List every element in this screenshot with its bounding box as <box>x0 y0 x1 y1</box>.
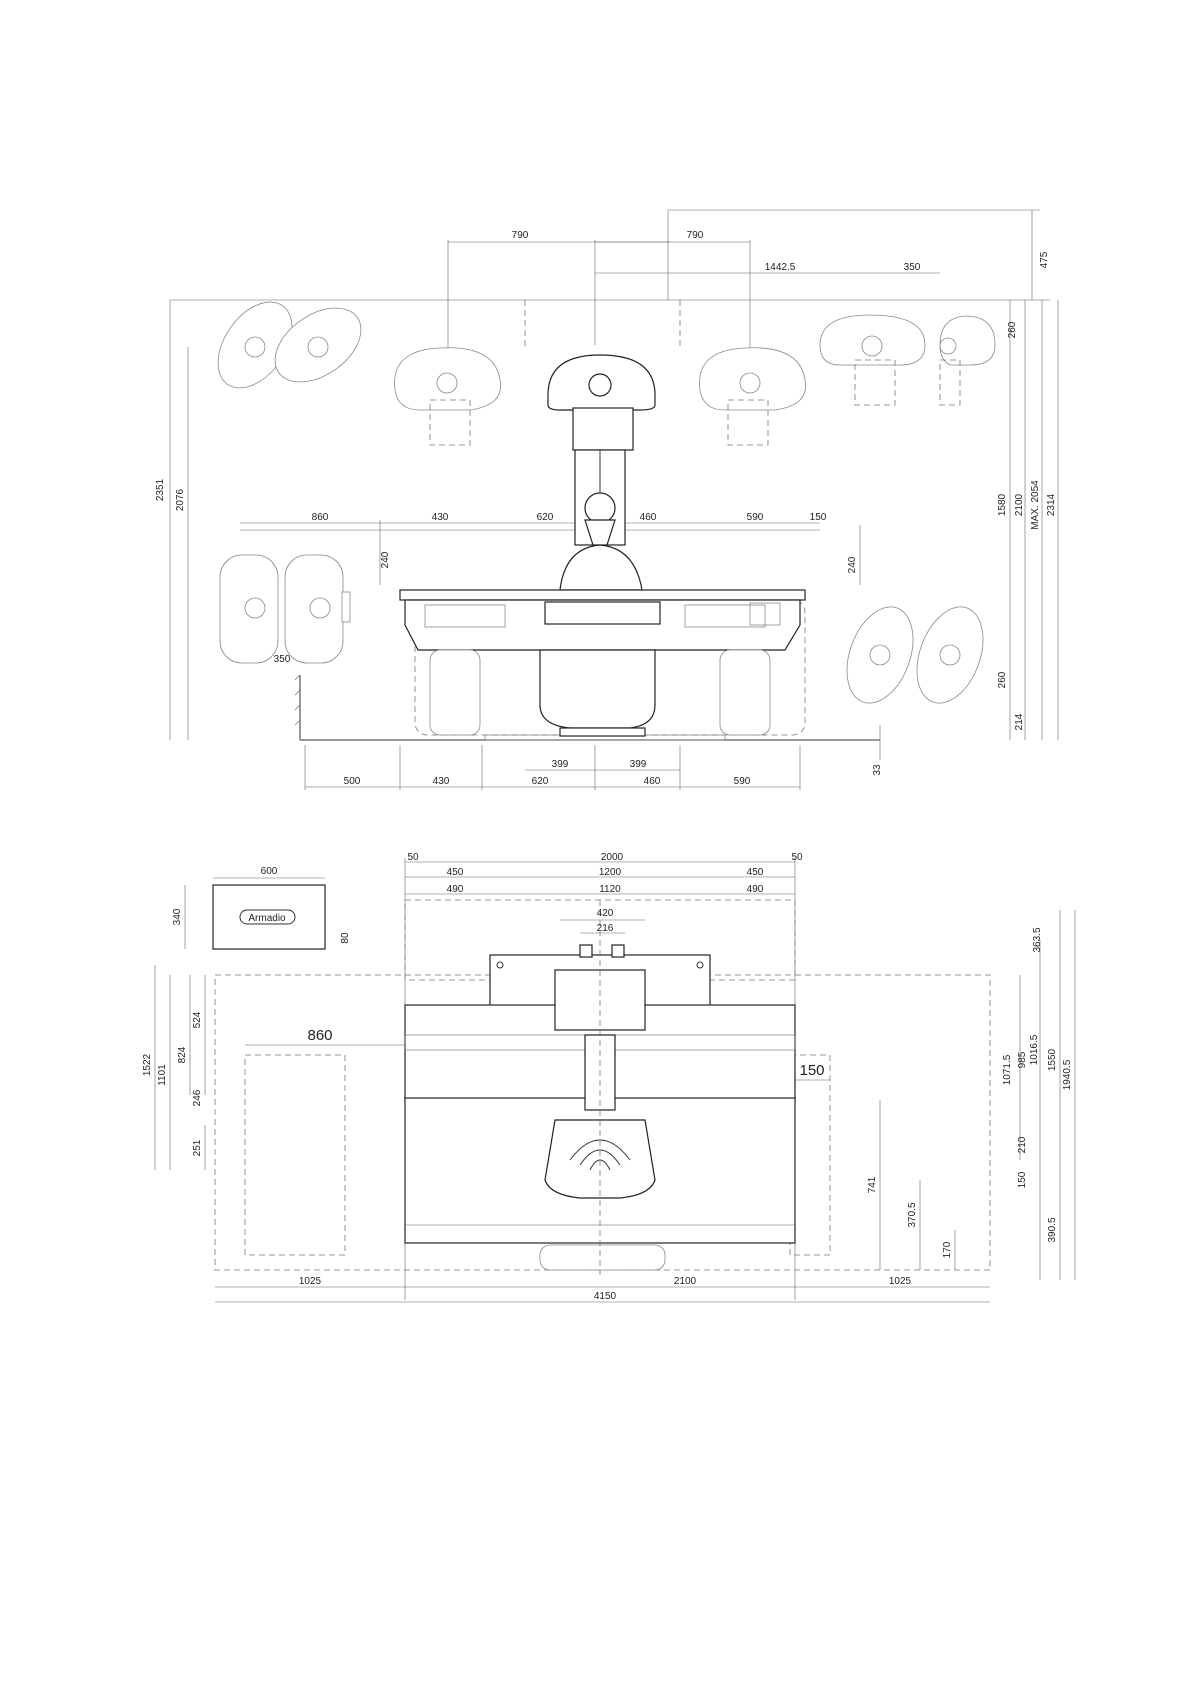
plan-top-dim-5: 1200 <box>599 867 622 878</box>
plan-top-dim-11: 216 <box>597 923 614 934</box>
plan-left-vertical-1: 1522 <box>142 1053 153 1076</box>
side-bottom-dim-7: 590 <box>734 776 751 787</box>
detector-ghost-left <box>219 554 351 664</box>
side-left-vertical-3: 240 <box>380 551 391 568</box>
plan-bottom-dim-3: 1025 <box>889 1276 912 1287</box>
plan-top-dim-10: 420 <box>597 908 614 919</box>
plan-right-vertical-6: 1940.5 <box>1062 1059 1073 1090</box>
console-height-dim: 340 <box>172 908 183 925</box>
side-right-vertical-5: 2314 <box>1046 493 1057 516</box>
plan-top-dim-1: 50 <box>407 852 419 863</box>
plan-right-vertical-8: 150 <box>1017 1171 1028 1188</box>
tube-stand <box>547 354 656 591</box>
plan-top-dim-2: 2000 <box>601 852 624 863</box>
side-mid-dim-2: 430 <box>432 512 449 523</box>
side-bottom-dim-4: 430 <box>433 776 450 787</box>
tube-head-ghost-left-3 <box>394 347 502 446</box>
side-top-dim-2: 790 <box>687 230 704 241</box>
side-top-dim-5: 475 <box>1039 251 1050 268</box>
plan-bottom-dim-2: 2100 <box>674 1276 697 1287</box>
plan-left-vertical-3: 824 <box>177 1046 188 1063</box>
side-right-vertical-3: 2100 <box>1014 493 1025 516</box>
plan-right-vertical-3: 985 <box>1017 1051 1028 1068</box>
side-mid-dim-1: 860 <box>312 512 329 523</box>
side-bottom-dim-6: 460 <box>644 776 661 787</box>
side-bottom-dim-5: 620 <box>532 776 549 787</box>
plan-large-dim-2: 150 <box>799 1062 824 1079</box>
side-top-dim-1: 790 <box>512 230 529 241</box>
side-view: 790 790 1442.5 350 475 860 430 620 460 5… <box>155 209 1059 790</box>
side-right-vertical-7: 260 <box>997 671 1008 688</box>
plan-top-dim-3: 50 <box>791 852 803 863</box>
plan-view: Armadio 600 340 <box>142 852 1076 1303</box>
plan-large-dim-1: 860 <box>307 1027 332 1044</box>
plan-right-vertical-1: 363.5 <box>1032 927 1043 952</box>
plan-right-vertical-5: 1550 <box>1047 1048 1058 1071</box>
side-bottom-dim-3: 500 <box>344 776 361 787</box>
side-right-vertical-1: 260 <box>1007 321 1018 338</box>
table-base <box>429 649 771 737</box>
plan-top-dim-8: 1120 <box>599 884 621 895</box>
side-right-vertical-6: 240 <box>847 556 858 573</box>
side-right-vertical-9: 33 <box>872 764 883 776</box>
plan-top-dim-7: 490 <box>447 884 464 895</box>
side-mid-dim-6: 150 <box>810 512 827 523</box>
plan-right-vertical-10: 741 <box>867 1176 878 1193</box>
plan-right-vertical-11: 370.5 <box>907 1202 918 1227</box>
side-mid-dim-4: 460 <box>640 512 657 523</box>
tube-head-ghost-right-lower-2 <box>916 606 984 704</box>
plan-bottom-dim-1: 1025 <box>299 1276 322 1287</box>
plan-top-dim-12: 80 <box>340 932 351 944</box>
plan-left-vertical-4: 524 <box>192 1011 203 1028</box>
side-right-vertical-4: MAX. 2054 <box>1030 480 1041 530</box>
side-small-dim-1: 350 <box>274 654 291 665</box>
side-mid-dim-5: 590 <box>747 512 764 523</box>
plan-right-vertical-12: 170 <box>942 1241 953 1258</box>
plan-left-vertical-2: 1101 <box>157 1064 168 1086</box>
plan-top-dim-4: 450 <box>447 867 464 878</box>
side-left-vertical-2: 2076 <box>175 488 186 511</box>
tube-head-ghost-right-1 <box>699 347 807 446</box>
tube-head-ghost-left-2 <box>274 307 362 383</box>
plan-left-vertical-5: 246 <box>192 1089 203 1106</box>
side-bottom-dim-1: 399 <box>552 759 569 770</box>
tube-head-ghost-right-3 <box>939 315 996 406</box>
console-label: Armadio <box>248 913 286 924</box>
side-left-vertical-1: 2351 <box>155 478 166 501</box>
tube-head-ghost-left-1 <box>217 301 293 389</box>
side-right-vertical-2: 1580 <box>997 493 1008 516</box>
console-cabinet: Armadio 600 340 <box>172 866 326 950</box>
tube-head-ghost-right-lower-1 <box>846 606 914 704</box>
tube-head-ghost-right-2 <box>819 314 926 406</box>
plan-right-vertical-7: 210 <box>1017 1136 1028 1153</box>
plan-right-vertical-2: 1071.5 <box>1002 1054 1013 1085</box>
plan-left-vertical-6: 251 <box>192 1139 203 1156</box>
plan-bottom-dim-4: 4150 <box>594 1291 617 1302</box>
plan-top-dim-6: 450 <box>747 867 764 878</box>
side-top-dim-3: 1442.5 <box>765 262 796 273</box>
plan-right-vertical-4: 1016.5 <box>1029 1034 1040 1065</box>
console-width-dim: 600 <box>261 866 278 877</box>
plan-top-dim-9: 490 <box>747 884 764 895</box>
side-right-vertical-8: 214 <box>1014 713 1025 730</box>
side-top-dim-4: 350 <box>904 262 921 273</box>
plan-right-vertical-9: 390.5 <box>1047 1217 1058 1242</box>
table-top <box>399 589 806 651</box>
side-mid-dim-3: 620 <box>537 512 554 523</box>
side-bottom-dim-2: 399 <box>630 759 647 770</box>
